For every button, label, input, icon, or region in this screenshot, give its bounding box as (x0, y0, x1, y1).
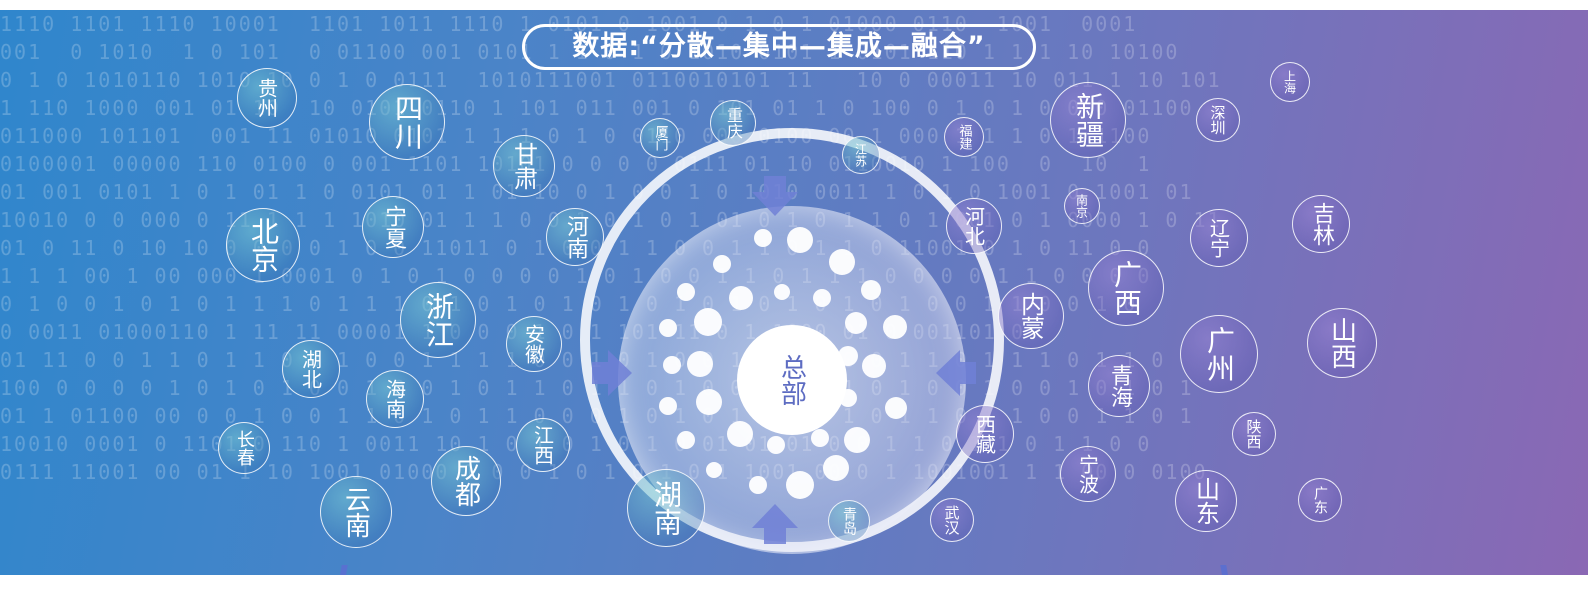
region-bubble-21: 湖北 (282, 340, 340, 398)
region-bubble-20: 内蒙 (998, 283, 1064, 349)
region-bubble-34: 青岛 (828, 500, 870, 542)
hub-dot (696, 389, 722, 415)
hub-dot (885, 397, 907, 419)
hub-dot (774, 284, 790, 300)
region-bubble-2: 甘肃 (493, 135, 555, 197)
region-bubble-23: 广州 (1180, 315, 1258, 393)
region-bubble-29: 陕西 (1232, 412, 1276, 456)
region-bubble-19: 广西 (1088, 250, 1164, 326)
hub-dot (786, 471, 814, 499)
region-bubble-36: 山东 (1175, 470, 1237, 532)
hub-center-label: 总部 (737, 325, 847, 435)
region-bubble-33: 湖南 (627, 469, 705, 547)
hub-dot (813, 289, 831, 307)
arrow-top-icon (752, 176, 798, 216)
region-bubble-5: 江苏 (842, 136, 880, 174)
hub-dot (845, 312, 867, 334)
region-bubble-8: 深圳 (1196, 98, 1240, 142)
region-bubble-32: 云南 (320, 476, 392, 548)
hub-dot (811, 429, 829, 447)
hub-dot (706, 462, 722, 478)
region-bubble-0: 贵州 (237, 68, 297, 128)
region-bubble-24: 山西 (1307, 308, 1377, 378)
hub-dot (713, 255, 731, 273)
region-bubble-4: 重庆 (710, 100, 756, 146)
arrow-right-icon (936, 350, 976, 396)
hub-dot (687, 351, 713, 377)
hub-dot (694, 308, 722, 336)
hub-dot (823, 455, 849, 481)
banner: 1110 1101 1110 10001 1101 1011 1110 1 01… (0, 10, 1588, 575)
hub-dot (862, 354, 886, 378)
region-bubble-3: 厦门 (640, 118, 680, 158)
hub-dot (727, 421, 753, 447)
hub-dot (861, 280, 881, 300)
hub-dot (677, 431, 695, 449)
region-bubble-37: 广东 (1298, 478, 1342, 522)
region-bubble-13: 河北 (946, 198, 1002, 254)
region-bubble-16: 吉林 (1292, 195, 1350, 253)
hub-dot (659, 319, 677, 337)
region-bubble-22: 海南 (366, 370, 424, 428)
region-bubble-25: 青海 (1088, 355, 1150, 417)
region-bubble-11: 宁夏 (362, 196, 424, 258)
hub-dot (829, 249, 855, 275)
region-bubble-26: 长春 (218, 422, 270, 474)
region-bubble-9: 上海 (1270, 62, 1310, 102)
hub-dot (677, 283, 695, 301)
region-bubble-30: 成都 (431, 446, 501, 516)
region-bubble-12: 河南 (546, 208, 604, 266)
hub-dot (749, 476, 767, 494)
region-bubble-35: 武汉 (930, 498, 974, 542)
hub-dot (754, 229, 772, 247)
page-title: 数据:“分散—集中—集成—融合” (522, 24, 1036, 70)
region-bubble-31: 宁波 (1060, 446, 1116, 502)
region-bubble-7: 新疆 (1050, 82, 1126, 158)
hub-dot (729, 286, 753, 310)
hub-dot (767, 436, 785, 454)
hub-dot (659, 397, 677, 415)
hub-dot (663, 356, 681, 374)
region-bubble-14: 南京 (1064, 188, 1100, 224)
hub-arrows (592, 176, 976, 544)
region-bubble-15: 辽宁 (1190, 209, 1248, 267)
region-bubble-17: 浙江 (400, 282, 476, 358)
region-bubble-1: 四川 (369, 84, 445, 160)
region-bubble-6: 福建 (944, 117, 984, 157)
region-bubble-27: 江西 (516, 418, 570, 472)
arrow-bottom-icon (752, 504, 798, 544)
arrow-left-icon (592, 350, 632, 396)
hub-dot (787, 227, 813, 253)
hub-dot (883, 315, 907, 339)
region-bubble-10: 北京 (226, 208, 300, 282)
region-bubble-28: 西藏 (956, 405, 1014, 463)
hub-dot (844, 427, 870, 453)
region-bubble-18: 安徽 (506, 316, 562, 372)
